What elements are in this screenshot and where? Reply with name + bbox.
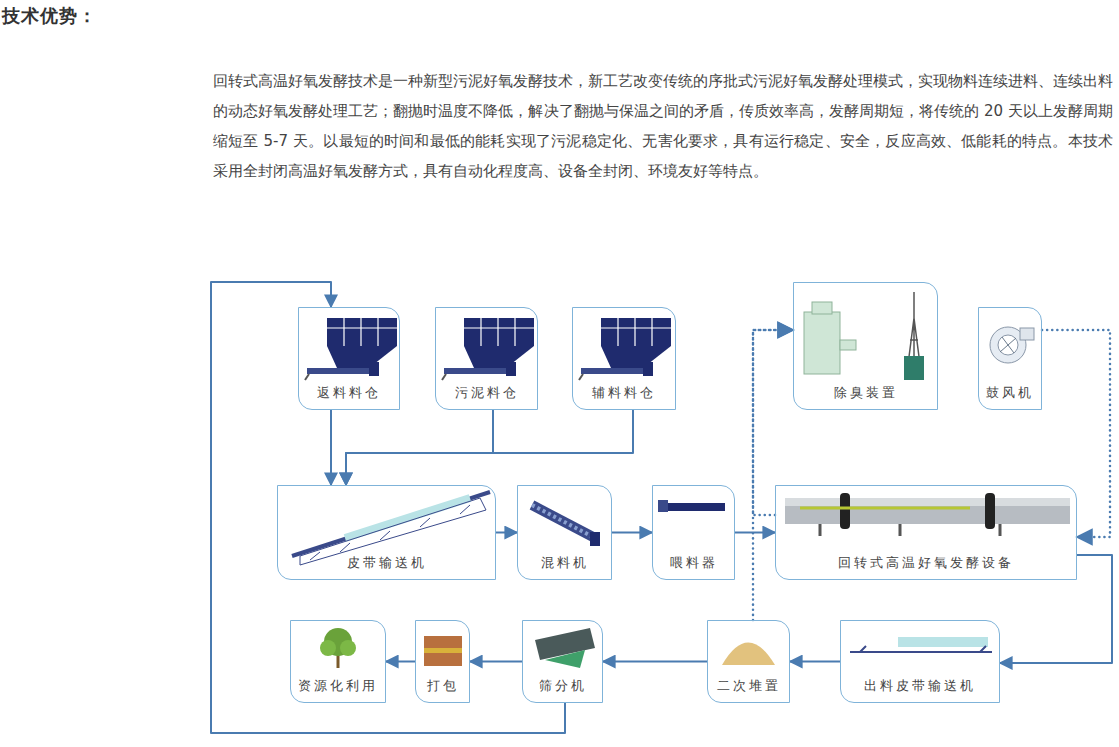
illustration-circle [998, 335, 1018, 355]
process-box: 筛分机 [522, 620, 603, 703]
illustration-rect [665, 503, 725, 511]
process-box: 污泥料仓 [435, 307, 538, 410]
process-box: 出料皮带输送机 [840, 620, 1000, 703]
illustration-use [579, 318, 671, 380]
process-box: 回转式高温好氧发酵设备 [775, 485, 1077, 580]
illustration-rect [985, 493, 995, 529]
process-box: 鼓风机 [978, 307, 1042, 410]
air-flow-connector [753, 330, 793, 515]
illustration-rect [898, 637, 988, 647]
illustration-path [1000, 337, 1016, 353]
illustration-path [292, 492, 490, 556]
illustration-rect [840, 340, 856, 350]
box-label: 出料皮带输送机 [862, 677, 978, 695]
illustration-path [800, 507, 970, 510]
illustration-path [545, 650, 585, 668]
illustration-circle [340, 640, 356, 656]
box-label: 二次堆置 [715, 677, 783, 695]
box-label: 返料料仓 [315, 384, 383, 402]
material-flow-arrow [346, 410, 493, 485]
material-flow-arrow [346, 410, 633, 485]
material-flow-arrow [612, 532, 652, 534]
illustration-use [305, 318, 397, 380]
illustration-rect [590, 532, 600, 546]
heading: 技术优势： [2, 4, 97, 28]
illustration-rect [424, 648, 462, 653]
illustration-path [850, 646, 992, 652]
illustration-rect [1020, 328, 1034, 340]
box-label: 除臭装置 [832, 384, 900, 402]
box-label: 皮带输送机 [345, 554, 429, 572]
process-box: 返料料仓 [298, 307, 400, 410]
illustration-path [532, 505, 595, 538]
paragraph-text: 回转式高温好氧发酵技术是一种新型污泥好氧发酵技术，新工艺改变传统的序批式污泥好氧… [213, 72, 1113, 180]
air-flow-connector [753, 330, 793, 620]
illustration-path [345, 498, 470, 538]
material-flow-arrow [330, 410, 332, 485]
illustration-rect [424, 636, 462, 666]
illustration-path [532, 505, 595, 538]
material-flow-arrow [790, 661, 840, 663]
illustration-path [310, 505, 470, 560]
material-flow-arrow [603, 661, 707, 663]
process-box: 喂料器 [652, 485, 735, 580]
box-label: 筛分机 [537, 677, 589, 695]
material-flow-arrow [211, 282, 565, 733]
description-paragraph: 回转式高温好氧发酵技术是一种新型污泥好氧发酵技术，新工艺改变传统的序批式污泥好氧… [213, 66, 1113, 186]
process-box: 辅料料仓 [572, 307, 676, 410]
material-flow-arrow [386, 661, 415, 663]
illustration-rect [904, 356, 924, 380]
material-flow-arrow [1000, 555, 1112, 663]
box-label: 鼓风机 [984, 384, 1036, 402]
box-label: 辅料料仓 [590, 384, 658, 402]
box-label: 混料机 [539, 554, 591, 572]
process-box: 资源化利用 [290, 620, 386, 703]
air-flow-connector [1042, 330, 1110, 537]
illustration-rect [785, 498, 1070, 506]
process-box: 打包 [415, 620, 470, 703]
illustration-path [820, 524, 1000, 536]
process-box: 除臭装置 [793, 282, 938, 410]
material-flow-arrow [470, 661, 522, 663]
illustration-path [722, 643, 775, 666]
material-flow-arrow [735, 532, 775, 534]
illustration-use [442, 318, 534, 380]
box-label: 资源化利用 [296, 677, 380, 695]
illustration-rect [840, 493, 850, 529]
illustration-rect [804, 312, 840, 374]
material-flow-arrow [496, 532, 517, 534]
illustration-rect [785, 498, 1070, 524]
process-box: 混料机 [517, 485, 612, 580]
process-box: 二次堆置 [707, 620, 790, 703]
illustration-rect [658, 500, 668, 512]
box-label: 污泥料仓 [453, 384, 521, 402]
illustration-rect [812, 302, 832, 314]
box-label: 打包 [425, 677, 461, 695]
box-label: 回转式高温好氧发酵设备 [836, 554, 1016, 572]
illustration-circle [320, 640, 336, 656]
process-box: 皮带输送机 [277, 485, 496, 580]
box-label: 喂料器 [668, 554, 720, 572]
